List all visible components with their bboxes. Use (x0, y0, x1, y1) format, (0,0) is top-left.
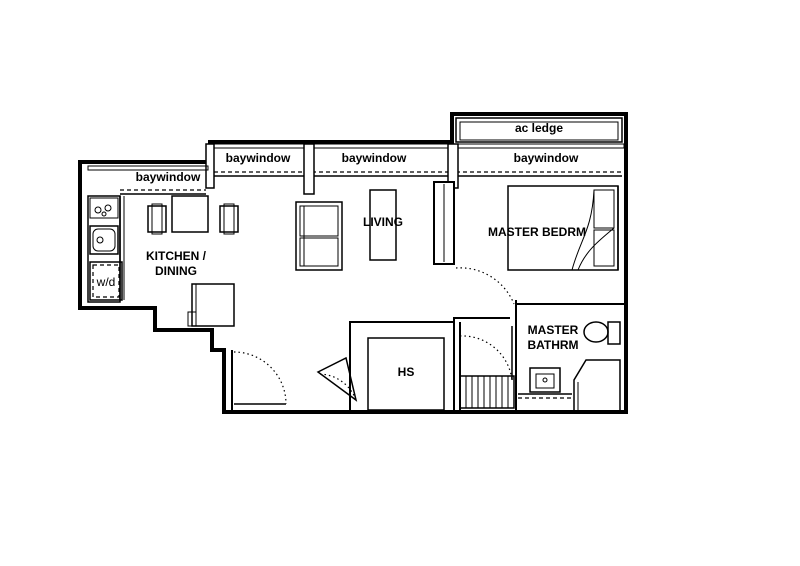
label-kitchen-line1: KITCHEN / (146, 249, 207, 263)
label-kitchen-line2: DINING (155, 264, 197, 278)
label-baywindow-mid: baywindow (342, 151, 407, 165)
doors (233, 267, 515, 405)
ac-ledge (455, 117, 623, 143)
bathroom-fixtures (518, 321, 621, 410)
dining-set (147, 195, 239, 235)
shoe-rack (459, 375, 515, 409)
living-furniture (295, 189, 397, 271)
label-master-bath-line1: MASTER (528, 323, 579, 337)
label-baywindow-right: baywindow (514, 151, 579, 165)
label-master-bath-line2: BATHRM (527, 338, 578, 352)
interior-walls (231, 181, 626, 412)
kitchen-fixtures (87, 195, 235, 327)
label-living: LIVING (363, 215, 403, 229)
label-baywindow-kitchen: baywindow (136, 170, 201, 184)
label-baywindow-left: baywindow (226, 151, 291, 165)
label-master-bedroom: MASTER BEDRM (488, 225, 586, 239)
baywindow-kitchen (87, 165, 209, 195)
bedroom-furniture (507, 185, 619, 271)
baywindow-top (205, 143, 625, 195)
label-washer-dryer: w/d (96, 275, 116, 289)
label-ac-ledge: ac ledge (515, 121, 563, 135)
label-household-shelter: HS (398, 365, 415, 379)
